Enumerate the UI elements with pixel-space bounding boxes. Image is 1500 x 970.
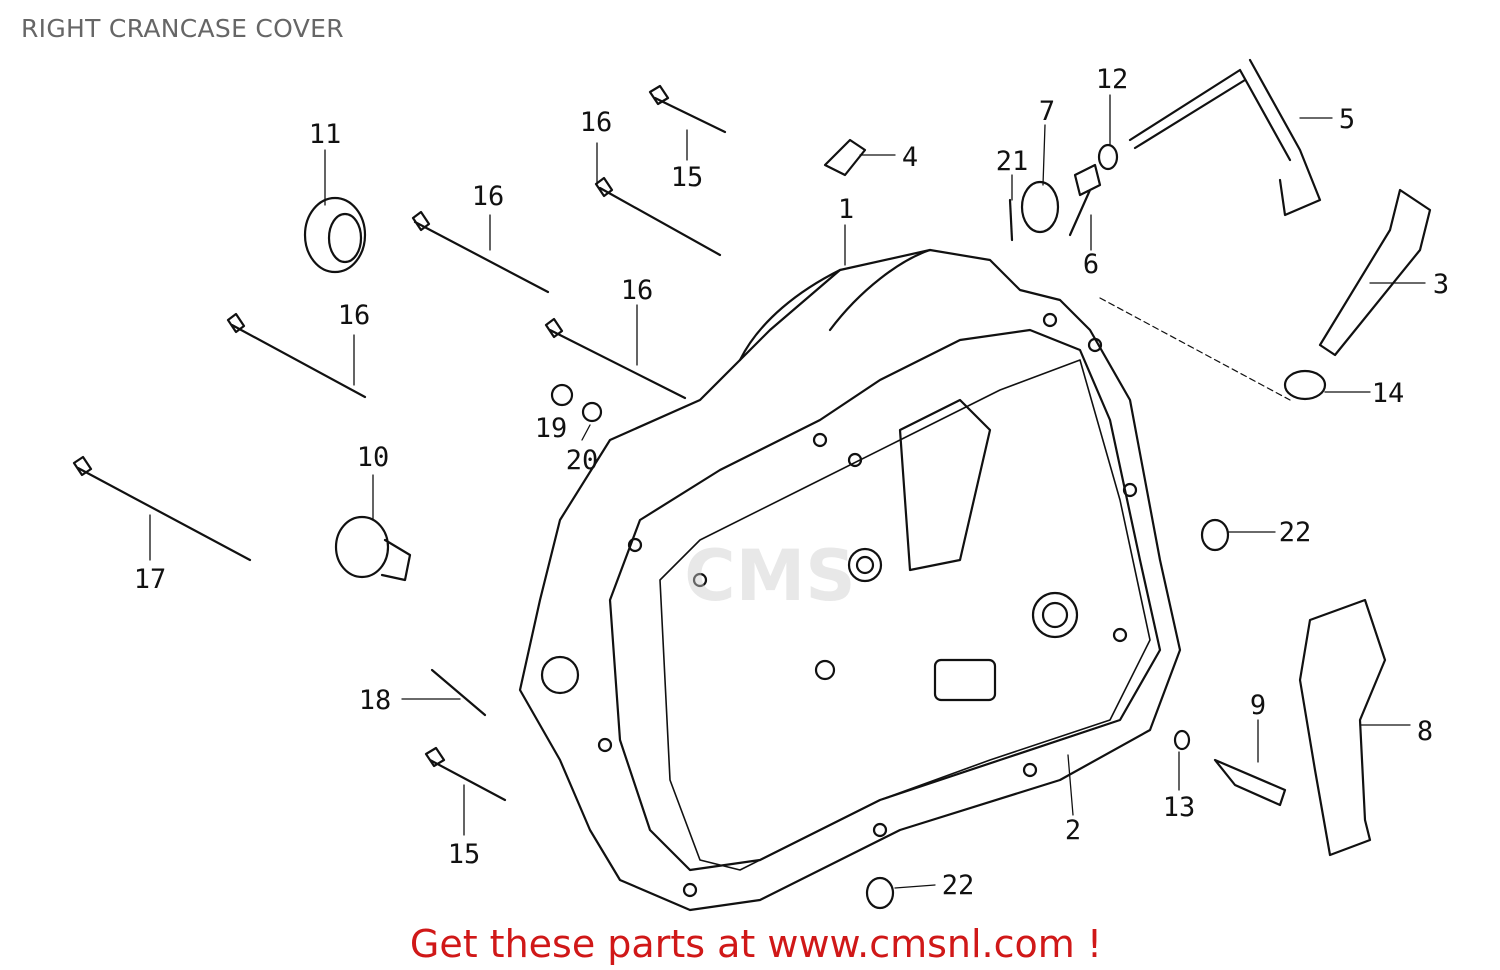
callout-14: 14: [1372, 378, 1405, 409]
callout-16: 16: [580, 107, 613, 138]
callout-17: 17: [134, 564, 167, 595]
callout-11: 11: [309, 119, 342, 150]
callout-6: 6: [1083, 249, 1099, 280]
footer-link[interactable]: Get these parts at www.cmsnl.com !: [0, 922, 1500, 966]
crankcase-cover: [518, 248, 1182, 912]
callout-2: 2: [1065, 815, 1081, 846]
callout-13: 13: [1163, 792, 1196, 823]
callout-16: 16: [621, 275, 654, 306]
callout-22: 22: [942, 870, 975, 901]
callout-9: 9: [1250, 690, 1266, 721]
callout-22: 22: [1279, 517, 1312, 548]
callout-19: 19: [535, 413, 568, 444]
callout-7: 7: [1039, 96, 1055, 127]
watermark: CMS: [684, 535, 855, 617]
callout-18: 18: [359, 685, 392, 716]
callout-20: 20: [566, 445, 599, 476]
callout-1: 1: [838, 194, 854, 225]
callout-15: 15: [448, 839, 481, 870]
page-title: RIGHT CRANCASE COVER: [21, 14, 344, 43]
callout-21: 21: [996, 146, 1029, 177]
callout-8: 8: [1417, 716, 1433, 747]
callout-16: 16: [472, 181, 505, 212]
callout-4: 4: [902, 142, 918, 173]
callout-16: 16: [338, 300, 371, 331]
callout-12: 12: [1096, 64, 1129, 95]
callout-5: 5: [1339, 104, 1355, 135]
callout-15: 15: [671, 162, 704, 193]
footer-text[interactable]: Get these parts at www.cmsnl.com !: [409, 922, 1103, 966]
callout-10: 10: [357, 442, 390, 473]
gasket: [659, 359, 1151, 871]
callout-3: 3: [1433, 269, 1449, 300]
